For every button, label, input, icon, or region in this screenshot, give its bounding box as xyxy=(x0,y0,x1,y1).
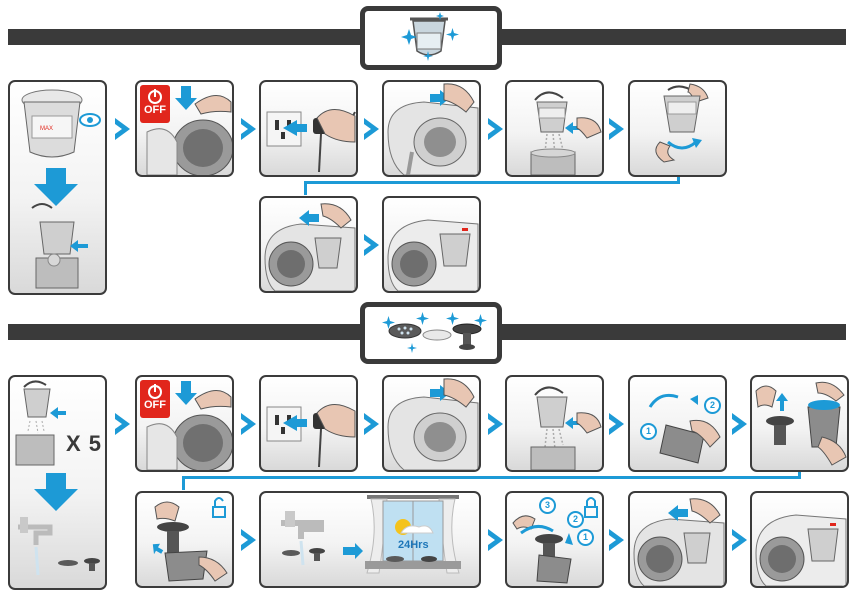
panel-separate-filter xyxy=(750,375,849,472)
arrow-icon xyxy=(485,411,507,437)
section2-header-box xyxy=(360,302,502,364)
arrow-icon xyxy=(729,411,751,437)
arrow-icon xyxy=(361,232,383,258)
dry-time-label: 24Hrs xyxy=(398,539,429,551)
panel-inspect-and-empty: MAX xyxy=(8,80,107,295)
svg-text:MAX: MAX xyxy=(40,126,53,132)
power-icon xyxy=(148,384,162,399)
unlock-icon xyxy=(212,497,226,518)
panel-remove-filter xyxy=(135,491,234,588)
panel-close-container xyxy=(628,80,727,177)
connector-line xyxy=(304,181,307,195)
connector-line xyxy=(182,476,801,479)
panel-switch-off: OFF xyxy=(135,80,234,177)
panel-remove-container-2 xyxy=(382,375,481,472)
off-label: OFF xyxy=(144,399,166,411)
arrow-icon xyxy=(485,527,507,553)
connector-line xyxy=(182,476,185,490)
panel-unlock-container: 1 2 xyxy=(628,375,727,472)
step-number: 3 xyxy=(539,497,556,514)
off-label: OFF xyxy=(144,104,166,116)
panel-remove-container xyxy=(382,80,481,177)
power-off-badge: OFF xyxy=(140,85,170,123)
repeat-count-label: X 5 xyxy=(66,431,103,456)
arrow-icon xyxy=(485,116,507,142)
panel-reinsert-container xyxy=(259,196,358,293)
arrow-icon xyxy=(729,527,751,553)
panel-done xyxy=(382,196,481,293)
panel-empty-container-2 xyxy=(505,375,604,472)
panel-empty-container xyxy=(505,80,604,177)
panel-done-2 xyxy=(750,491,849,588)
connector-line xyxy=(677,177,680,184)
section2-divider-left xyxy=(8,324,364,340)
step-number: 1 xyxy=(640,423,657,440)
arrow-icon xyxy=(606,411,628,437)
arrow-icon xyxy=(238,411,260,437)
panel-reinsert-container-2 xyxy=(628,491,727,588)
step-number: 1 xyxy=(577,529,594,546)
step-number: 2 xyxy=(567,511,584,528)
section1-divider-right xyxy=(498,29,846,45)
connector-line xyxy=(798,472,801,479)
eye-icon xyxy=(79,113,101,127)
section1-header-box xyxy=(360,6,502,70)
panel-reassemble-filter: 3 2 1 xyxy=(505,491,604,588)
lock-icon xyxy=(584,497,598,518)
step-number: 2 xyxy=(704,397,721,414)
arrow-icon xyxy=(606,116,628,142)
filter-parts-sparkle-icon xyxy=(382,312,487,353)
arrow-icon xyxy=(238,116,260,142)
power-icon xyxy=(148,89,162,104)
connector-line xyxy=(304,181,679,184)
arrow-icon xyxy=(112,116,134,142)
section1-divider-left xyxy=(8,29,364,45)
panel-empty-repeat-and-wash: X 5 xyxy=(8,375,107,590)
dust-container-sparkle-icon xyxy=(401,12,459,61)
panel-switch-off-2: OFF xyxy=(135,375,234,472)
panel-unplug xyxy=(259,80,358,177)
section2-divider-right xyxy=(498,324,846,340)
arrow-icon xyxy=(238,527,260,553)
arrow-icon xyxy=(112,411,134,437)
panel-unplug-2 xyxy=(259,375,358,472)
arrow-icon xyxy=(606,527,628,553)
arrow-icon xyxy=(361,116,383,142)
panel-wash-and-dry: 24Hrs xyxy=(259,491,481,588)
power-off-badge: OFF xyxy=(140,380,170,418)
arrow-icon xyxy=(361,411,383,437)
